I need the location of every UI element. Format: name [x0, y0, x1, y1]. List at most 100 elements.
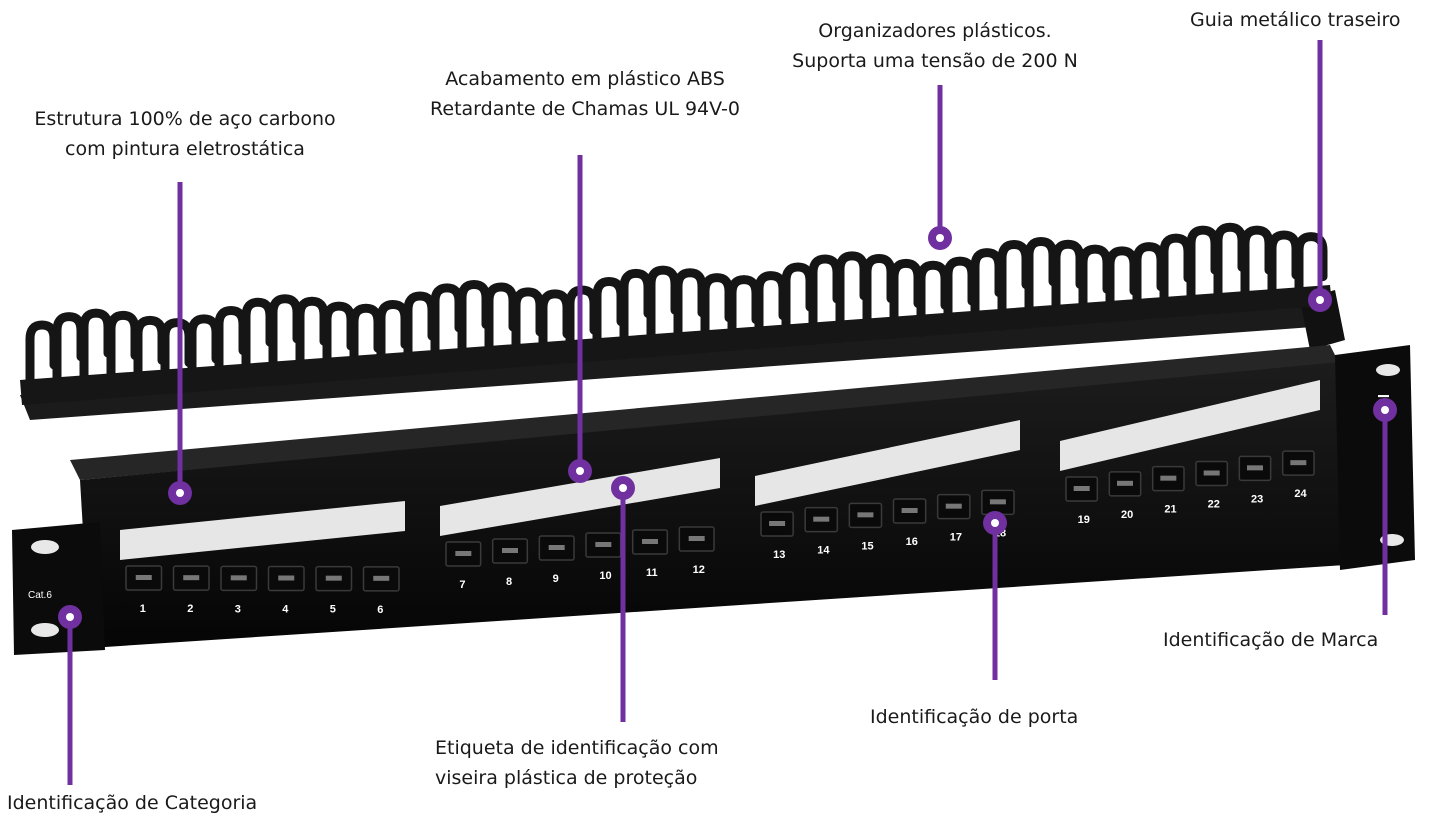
- leader-dot-center: [176, 489, 184, 497]
- port-number: 22: [1208, 499, 1220, 511]
- rj45-contacts: [135, 575, 152, 580]
- rj45-contacts: [183, 575, 200, 581]
- organizer-hook: [673, 268, 707, 356]
- leader-dot-center: [991, 519, 999, 527]
- leader-dot-center: [936, 234, 944, 242]
- callout-line: Identificação de porta: [870, 706, 1079, 728]
- callout-line: Acabamento em plástico ABS: [445, 68, 725, 90]
- port-number: 16: [906, 536, 918, 548]
- port-number: 17: [950, 532, 962, 544]
- port-number: 5: [330, 604, 336, 616]
- right-rack-ear: [1335, 345, 1415, 570]
- rj45-contacts: [1160, 475, 1177, 481]
- rj45-contacts: [230, 575, 247, 581]
- port-number: 1: [140, 603, 146, 615]
- rj45-contacts: [813, 516, 830, 522]
- rj45-contacts: [278, 575, 295, 581]
- rj45-contacts: [455, 551, 472, 556]
- callout-line: Etiqueta de identificação com: [435, 737, 719, 759]
- cable-organizers: [20, 222, 1332, 405]
- port-number: 15: [861, 540, 873, 552]
- panel-top-plate: [70, 345, 1340, 480]
- port-number: 12: [693, 564, 705, 576]
- right-ear-hole-top: [1376, 364, 1400, 376]
- rj45-contacts: [688, 536, 705, 541]
- rj45-contacts: [1203, 470, 1220, 476]
- port-number: 20: [1121, 509, 1133, 521]
- callout-guia: Guia metálico traseiro: [1190, 5, 1400, 35]
- port-modules: 123456789101112131415161718192021222324: [120, 380, 1320, 616]
- left-ear-hole-bottom: [31, 623, 59, 637]
- callout-leaders: [58, 40, 1397, 785]
- port-number: 3: [235, 603, 241, 615]
- rj45-contacts: [1117, 480, 1133, 486]
- port-number: 10: [599, 570, 611, 582]
- organizer-hook: [295, 296, 329, 384]
- rj45-contacts: [989, 499, 1006, 505]
- organizer-hook: [484, 282, 518, 370]
- rj45-contacts: [502, 548, 518, 553]
- port-number: 9: [553, 573, 559, 585]
- organizer-hook: [1240, 225, 1274, 313]
- label-strip: [440, 458, 720, 536]
- rj45-contacts: [548, 545, 565, 550]
- callout-line: Retardante de Chamas UL 94V-0: [430, 98, 740, 120]
- rj45-contacts: [642, 539, 658, 544]
- rj45-contacts: [1247, 465, 1263, 471]
- rear-metal-guide: [20, 300, 1340, 420]
- organizer-hook: [457, 279, 491, 372]
- callout-acabamento: Acabamento em plástico ABS Retardante de…: [395, 64, 775, 124]
- port-number: 7: [459, 579, 465, 591]
- leader-dot-center: [1316, 296, 1324, 304]
- left-ear-hole-top: [31, 540, 59, 554]
- leader-dot-center: [66, 613, 74, 621]
- port-number: 6: [377, 604, 383, 616]
- organizer-hook: [1024, 237, 1058, 329]
- callout-estrutura: Estrutura 100% de aço carbono com pintur…: [0, 104, 370, 164]
- callout-line: Identificação de Categoria: [7, 792, 258, 814]
- port-number: 21: [1164, 504, 1176, 516]
- rj45-contacts: [1290, 460, 1307, 466]
- port-number: 14: [817, 545, 830, 557]
- organizer-hook: [268, 294, 302, 387]
- rj45-contacts: [901, 508, 918, 513]
- rj45-contacts: [595, 542, 612, 547]
- leader-dot-center: [619, 484, 627, 492]
- port-number: 24: [1294, 488, 1307, 500]
- organizer-hook: [79, 308, 113, 401]
- organizer-hook: [106, 310, 140, 399]
- port-number: 2: [187, 603, 193, 615]
- callout-line: Guia metálico traseiro: [1190, 9, 1401, 31]
- callout-etiqueta: Etiqueta de identificação com viseira pl…: [435, 733, 719, 793]
- organizer-base: [20, 285, 1332, 405]
- rj45-contacts: [857, 512, 874, 518]
- port-number: 11: [646, 567, 658, 579]
- port-number: 4: [282, 604, 289, 616]
- rj45-contacts: [1073, 486, 1090, 491]
- callout-porta: Identificação de porta: [870, 702, 1078, 732]
- callout-marca: Identificação de Marca: [1163, 625, 1378, 655]
- organizer-hook: [1051, 239, 1085, 327]
- rj45-contacts: [325, 575, 342, 581]
- port-number: 19: [1078, 514, 1090, 526]
- leader-dot-center: [1381, 406, 1389, 414]
- label-strip: [755, 420, 1020, 506]
- port-number: 13: [773, 549, 785, 561]
- organizer-hook: [835, 251, 869, 343]
- callout-line: Suporta uma tensão de 200 N: [792, 50, 1078, 72]
- callout-line: Organizadores plásticos.: [818, 20, 1052, 42]
- organizer-hook: [646, 265, 680, 358]
- leader-dot-center: [576, 467, 584, 475]
- port-number: 23: [1251, 493, 1263, 505]
- callout-line: Estrutura 100% de aço carbono: [34, 108, 336, 130]
- category-mark: Cat.6: [28, 590, 52, 601]
- callout-organizadores: Organizadores plásticos. Suporta uma ten…: [775, 16, 1095, 76]
- organizer-hook: [1213, 222, 1247, 315]
- rj45-contacts: [769, 521, 786, 526]
- rj45-contacts: [373, 575, 390, 581]
- organizer-hook: [862, 254, 896, 341]
- rj45-contacts: [945, 503, 962, 509]
- label-strip: [120, 501, 405, 560]
- callout-line: Identificação de Marca: [1163, 629, 1379, 651]
